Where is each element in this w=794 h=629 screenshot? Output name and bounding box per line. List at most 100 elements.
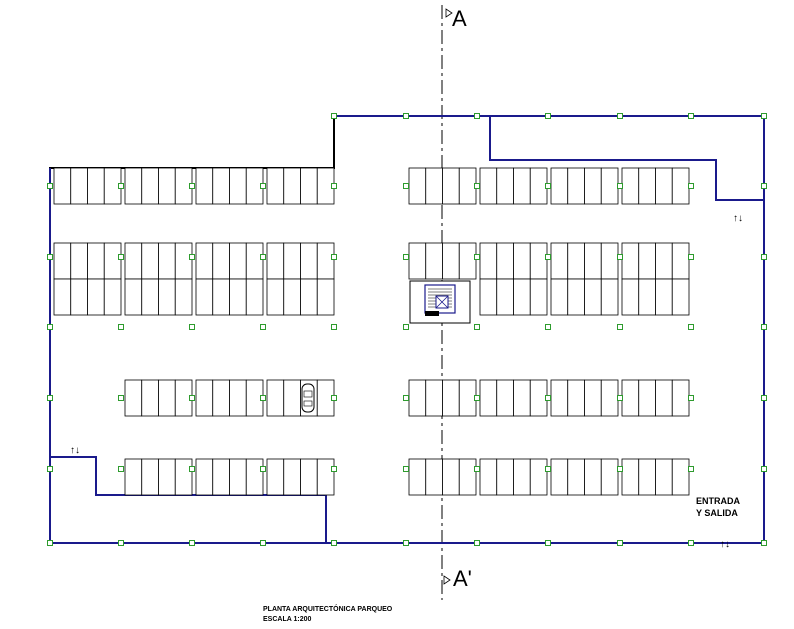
parking-stall <box>671 242 690 280</box>
parking-stall <box>266 167 285 205</box>
parking-stall <box>529 458 548 496</box>
parking-stall <box>671 379 690 417</box>
structural-column <box>688 113 694 119</box>
structural-column <box>47 324 53 330</box>
parking-stall <box>425 458 443 496</box>
structural-column <box>688 395 694 401</box>
parking-stall <box>442 458 460 496</box>
structural-column <box>260 254 266 260</box>
parking-stall <box>195 167 214 205</box>
section-marker-top-arrow <box>445 8 453 18</box>
parking-stall <box>266 458 285 496</box>
parking-stall <box>671 167 690 205</box>
parking-stall <box>584 167 602 205</box>
parking-stall <box>124 379 143 417</box>
structural-column <box>118 183 124 189</box>
parking-stall <box>266 379 285 417</box>
parking-stall <box>425 242 443 280</box>
stair-landing <box>425 311 439 316</box>
parking-stall <box>53 242 72 280</box>
structural-column <box>47 183 53 189</box>
parking-stall <box>584 278 602 316</box>
structural-column <box>688 466 694 472</box>
flow-arrows-icon: ↑↓ <box>70 445 80 456</box>
structural-column <box>761 466 767 472</box>
structural-column <box>331 395 337 401</box>
structural-column <box>189 540 195 546</box>
structural-column <box>545 183 551 189</box>
parking-stall <box>567 379 585 417</box>
section-marker-bottom: A' <box>453 566 472 591</box>
structural-column <box>617 183 623 189</box>
parking-stall <box>70 167 88 205</box>
structural-column <box>260 466 266 472</box>
structural-column <box>474 324 480 330</box>
parking-stall <box>124 242 143 280</box>
parking-stall <box>300 242 318 280</box>
parking-stall <box>529 379 548 417</box>
parking-stall <box>70 278 88 316</box>
parking-stall <box>496 379 514 417</box>
parking-stall <box>245 458 264 496</box>
parking-stall <box>195 242 214 280</box>
parking-stall <box>229 242 247 280</box>
parking-stall <box>229 167 247 205</box>
structural-column <box>617 395 623 401</box>
parking-stall <box>671 278 690 316</box>
structural-column <box>761 254 767 260</box>
parking-stall <box>103 242 122 280</box>
structural-column <box>617 254 623 260</box>
parking-stall <box>496 278 514 316</box>
entrance-label-line1: ENTRADA <box>696 496 740 506</box>
parking-stall <box>87 242 105 280</box>
parking-stall <box>584 458 602 496</box>
stair-icon <box>424 284 456 314</box>
structural-column <box>260 183 266 189</box>
structural-column <box>47 466 53 472</box>
entrance-label-line2: Y SALIDA <box>696 508 738 518</box>
parking-stall <box>141 458 159 496</box>
parking-stall <box>141 242 159 280</box>
parking-stall <box>141 167 159 205</box>
structural-column <box>260 395 266 401</box>
parking-stall <box>283 458 301 496</box>
structural-column <box>118 395 124 401</box>
structural-column <box>118 466 124 472</box>
flow-arrows-icon: ↑↓ <box>720 539 730 550</box>
structural-column <box>545 324 551 330</box>
parking-stall <box>655 167 673 205</box>
flow-arrows-icon: ↑↓ <box>733 213 743 224</box>
parking-stall <box>529 167 548 205</box>
parking-stall <box>266 278 285 316</box>
parking-stall <box>600 379 619 417</box>
parking-stall <box>638 167 656 205</box>
parking-stall <box>174 278 193 316</box>
parking-stall <box>513 278 531 316</box>
parking-stall <box>567 242 585 280</box>
parking-stall <box>124 278 143 316</box>
parking-stall <box>283 242 301 280</box>
parking-stall <box>655 379 673 417</box>
structural-column <box>617 540 623 546</box>
structural-column <box>47 254 53 260</box>
structural-column <box>688 540 694 546</box>
parking-stall <box>212 379 230 417</box>
structural-columns <box>47 113 767 546</box>
structural-column <box>403 183 409 189</box>
structural-column <box>189 324 195 330</box>
parking-stall <box>283 167 301 205</box>
structural-column <box>403 324 409 330</box>
parking-stall <box>53 278 72 316</box>
parking-stall <box>141 379 159 417</box>
parking-stall <box>53 167 72 205</box>
structural-column <box>474 540 480 546</box>
structural-column <box>189 254 195 260</box>
parking-stall <box>212 458 230 496</box>
structural-column <box>617 466 623 472</box>
parking-stall <box>158 379 176 417</box>
parking-stall <box>158 278 176 316</box>
structural-column <box>545 113 551 119</box>
structural-column <box>331 324 337 330</box>
parking-stall <box>621 167 640 205</box>
section-marker-top: A <box>452 6 467 31</box>
